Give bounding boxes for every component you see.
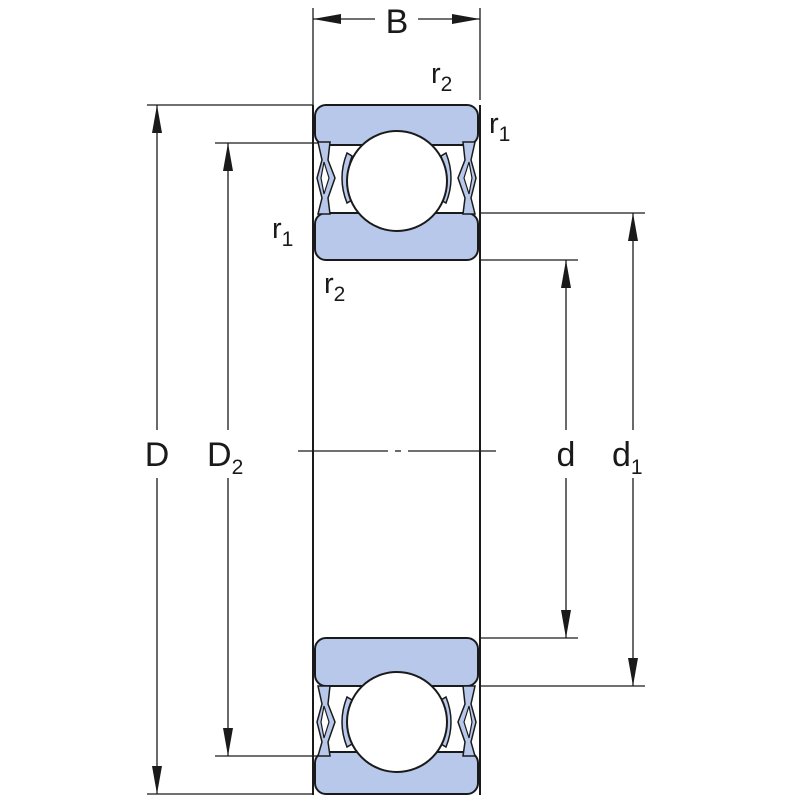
label-r2-left-main: r <box>324 268 334 300</box>
label-r2-left: r2 <box>324 268 345 306</box>
ball-top <box>346 130 448 232</box>
seal-slot-left-bottom <box>320 705 330 739</box>
label-r1-top-main: r <box>489 108 499 140</box>
d-arrow-top <box>152 105 162 133</box>
d-arrow-bottom <box>152 766 162 794</box>
dimension-d-outer: D <box>145 104 313 795</box>
label-r1-top-sub: 1 <box>499 123 511 146</box>
d2-arrow-bottom <box>223 728 233 756</box>
label-r2-top-main: r <box>431 58 441 90</box>
label-r1-top: r1 <box>489 108 510 146</box>
dimension-d-bore: d <box>480 259 578 639</box>
label-r1-left-sub: 1 <box>282 228 294 251</box>
bottom-bearing-section <box>314 637 479 795</box>
top-bearing-section <box>314 104 479 261</box>
label-d1-main: d <box>612 436 631 474</box>
label-d2-sub: 2 <box>232 456 244 479</box>
dimension-d1: d1 <box>480 212 645 687</box>
label-d2-main: D <box>207 436 232 474</box>
label-d1-sub: 1 <box>631 456 643 479</box>
label-d2: D2 <box>207 436 243 479</box>
label-d1: d1 <box>612 436 643 479</box>
dimension-d2: D2 <box>207 142 318 757</box>
b-arrow-left <box>313 14 341 24</box>
d2-arrow-top <box>223 143 233 171</box>
seal-slot-left-top <box>320 161 330 195</box>
label-d-outer: D <box>145 436 170 474</box>
label-d-bore: d <box>557 436 576 474</box>
label-b: B <box>386 3 409 41</box>
d1-arrow-top <box>628 213 638 241</box>
d1-arrow-bottom <box>628 658 638 686</box>
seal-slot-right-top <box>463 161 473 195</box>
label-r2-top: r2 <box>431 58 452 96</box>
b-arrow-right <box>452 14 480 24</box>
bore-arrow-top <box>561 260 571 288</box>
dimension-b: B <box>312 3 481 105</box>
label-r2-left-sub: 2 <box>334 283 346 306</box>
bore-arrow-bottom <box>561 610 571 638</box>
seal-slot-right-bottom <box>463 705 473 739</box>
label-r1-left: r1 <box>272 213 293 251</box>
label-r1-left-main: r <box>272 213 282 245</box>
ball-bottom <box>346 671 448 773</box>
label-r2-top-sub: 2 <box>441 73 453 96</box>
